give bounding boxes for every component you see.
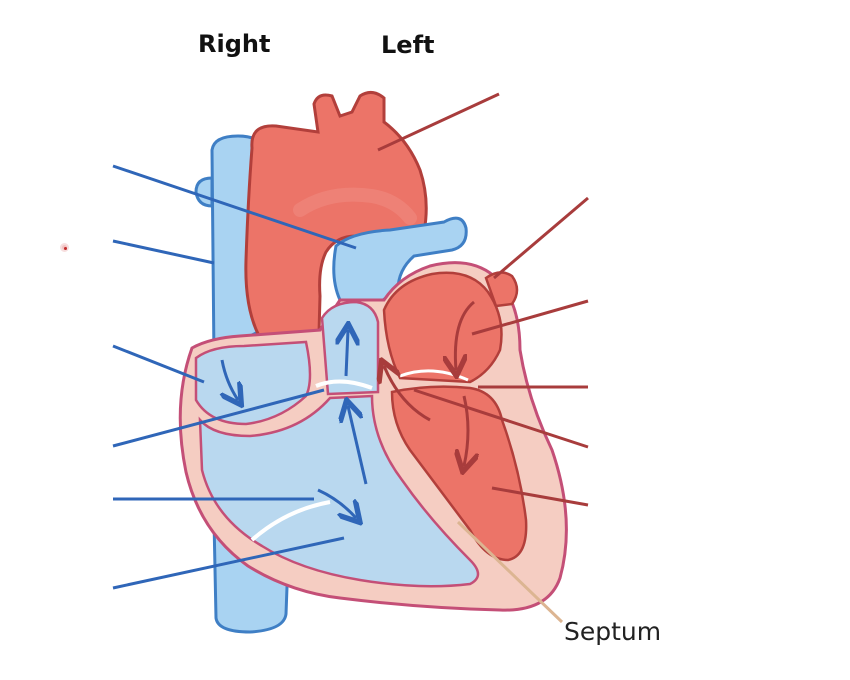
marker-dot	[60, 243, 69, 252]
label-septum: Septum	[564, 617, 662, 646]
pointer-line-blue-3	[112, 344, 205, 384]
label-left: Left	[381, 31, 435, 59]
pointer-line-blue-4	[112, 388, 325, 448]
pointer-line-red-1	[377, 92, 500, 152]
pointer-line-red-2	[493, 196, 589, 280]
pulmonary-valve	[315, 379, 373, 390]
flow-arrow-rv	[317, 488, 356, 518]
label-right: Right	[198, 30, 271, 58]
flow-arrow-lv-out	[384, 366, 431, 422]
left-atrium	[382, 271, 503, 384]
pointer-line-red-6	[491, 486, 589, 507]
right-ventricle	[198, 394, 480, 588]
pulmonary-vein	[484, 271, 519, 308]
flow-arrow-lv	[464, 395, 468, 466]
flow-arrow-ra	[222, 359, 238, 400]
pointer-line-blue-2	[112, 239, 215, 265]
vena-cava-branch	[194, 176, 214, 208]
pointer-line-red-3	[471, 299, 589, 336]
flow-arrow-la	[455, 300, 475, 370]
pointer-line-septum	[456, 520, 564, 624]
pointer-line-blue-6	[112, 536, 345, 590]
pointer-line-blue-1	[112, 164, 357, 250]
tricuspid-valve	[250, 500, 331, 542]
pointer-line-red-5	[413, 388, 589, 449]
aorta-highlight	[293, 187, 417, 225]
flow-arrow-outflow-1	[346, 330, 348, 377]
flow-arrow-outflow-2	[348, 406, 368, 485]
